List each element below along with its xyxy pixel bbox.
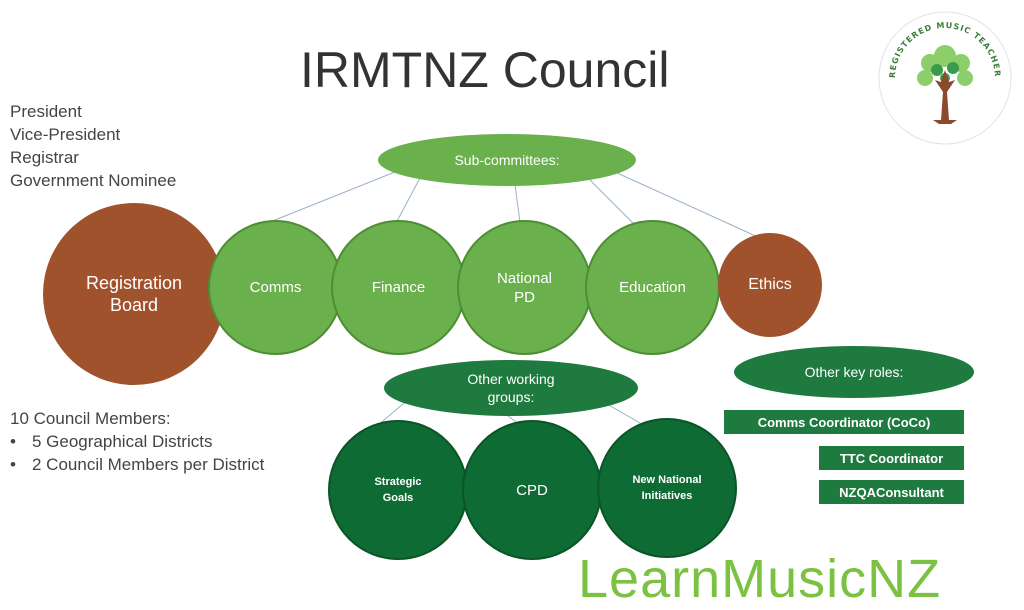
subcommittee-ethics: Ethics <box>718 233 822 337</box>
officer-registrar: Registrar <box>10 148 79 167</box>
officer-vice-president: Vice-President <box>10 125 121 144</box>
working-group-cpd: CPD <box>462 420 602 560</box>
members-bullet-per-district: •2 Council Members per District <box>10 455 265 474</box>
role-ttc-coordinator: TTC Coordinator <box>819 446 964 470</box>
subcommittee-finance: Finance <box>331 220 466 355</box>
council-members-info: 10 Council Members: •5 Geographical Dist… <box>10 407 264 476</box>
brand-wordmark: LearnMusicNZ <box>578 549 942 609</box>
page-title: IRMTNZ Council <box>300 42 670 98</box>
subcommittees-oval: Sub-committees: <box>378 134 636 186</box>
role-comms-coordinator: Comms Coordinator (CoCo) <box>724 410 964 434</box>
role-nzqa-consultant: NZQAConsultant <box>819 480 964 504</box>
officer-president: President <box>10 102 82 121</box>
officer-government-nominee: Government Nominee <box>10 171 177 190</box>
key-roles-oval: Other key roles: <box>734 346 974 398</box>
working-groups-oval: Other working groups: <box>384 360 638 416</box>
registration-board-node: Registration Board <box>43 203 225 385</box>
members-bullet-districts: •5 Geographical Districts <box>10 432 213 451</box>
working-group-strategic-goals: Strategic Goals <box>328 420 468 560</box>
officers-list: President Vice-President Registrar Gover… <box>10 100 176 192</box>
subcommittee-national-pd: National PD <box>457 220 592 355</box>
subcommittee-education: Education <box>585 220 720 355</box>
irmtnz-logo: REGISTERED MUSIC TEACHERS NZ <box>875 8 1012 145</box>
bullet-icon: • <box>10 455 16 474</box>
subcommittee-comms: Comms <box>208 220 343 355</box>
bullet-icon: • <box>10 432 16 451</box>
members-heading: 10 Council Members: <box>10 409 171 428</box>
working-group-new-national-initiatives: New National Initiatives <box>597 418 737 558</box>
